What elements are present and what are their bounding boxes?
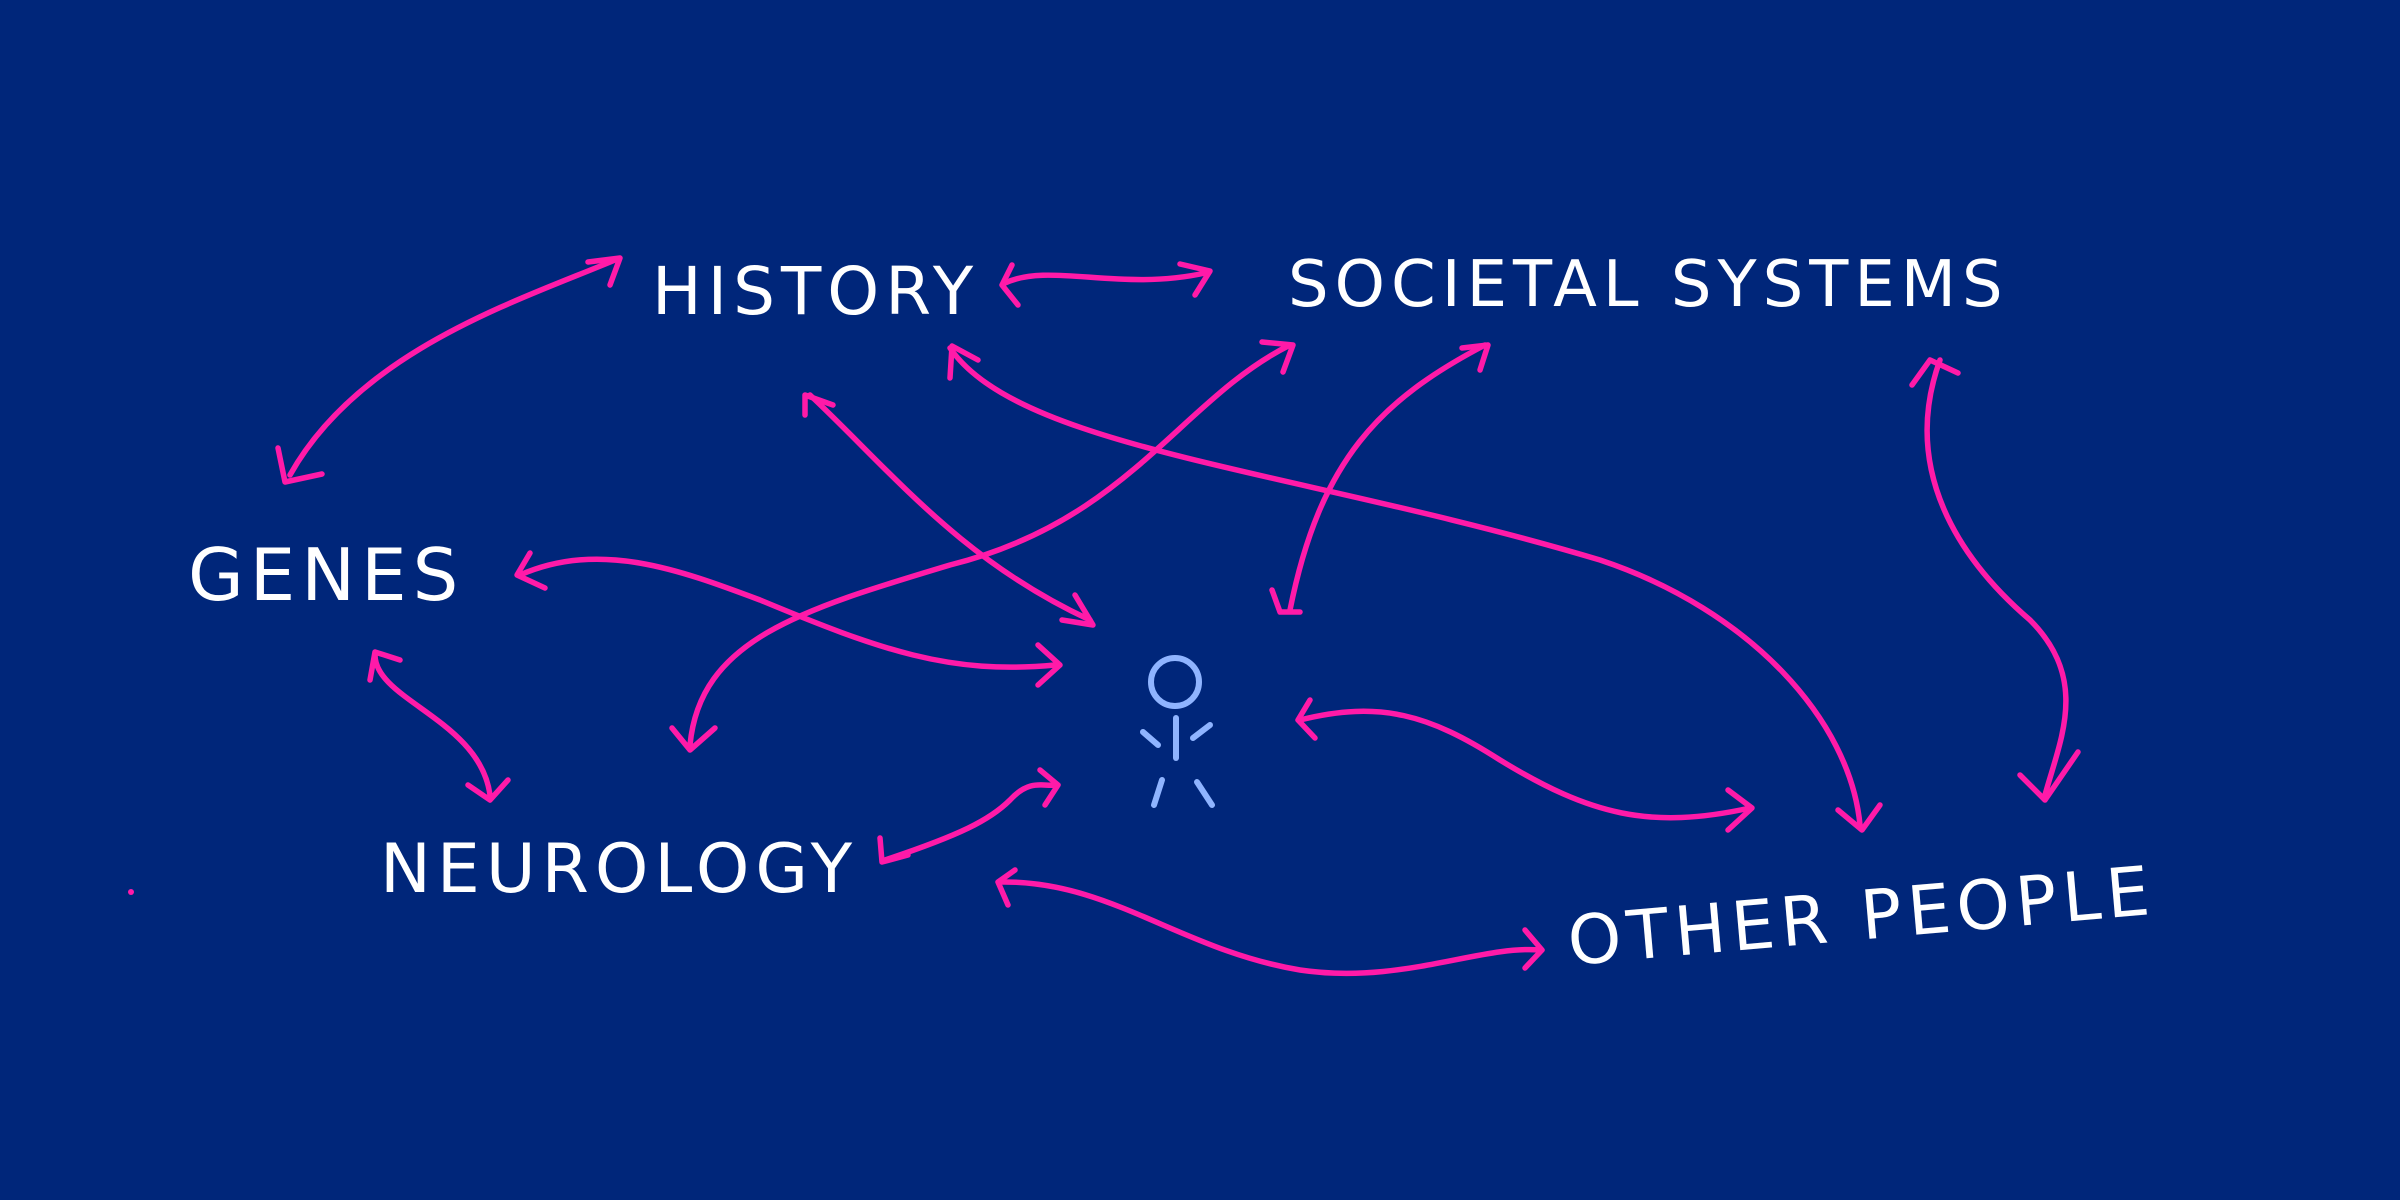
arrowhead-icon bbox=[877, 835, 911, 865]
arrow-history-genes bbox=[287, 257, 618, 478]
arrowhead-icon bbox=[1725, 787, 1755, 833]
arrowhead-icon bbox=[947, 343, 981, 381]
arrow-neurology-other-people bbox=[997, 879, 1543, 977]
arrow-genes-person bbox=[517, 556, 1058, 670]
arrowhead-icon bbox=[802, 392, 836, 418]
node-neurology-label: NEUROLOGY bbox=[380, 830, 858, 909]
arrowhead-icon bbox=[1522, 927, 1545, 971]
arrow-neurology-person bbox=[882, 782, 1058, 863]
arrowhead-icon bbox=[1295, 697, 1318, 741]
arrow-societal-systems-other-people bbox=[1924, 357, 2069, 798]
arrowhead-icon bbox=[465, 777, 511, 803]
arrowhead-icon bbox=[1037, 767, 1061, 808]
arrow-genes-neurology bbox=[372, 652, 493, 798]
node-genes-label: GENES bbox=[188, 533, 464, 617]
arrowhead-icon bbox=[275, 445, 325, 485]
person-leg-right bbox=[1194, 779, 1215, 808]
arrowhead-icon bbox=[1459, 342, 1491, 373]
arrowhead-icon bbox=[514, 550, 548, 591]
person-leg-left bbox=[1151, 777, 1165, 808]
node-history-label: HISTORY bbox=[652, 253, 979, 330]
stray-dot bbox=[128, 889, 134, 895]
arrow-societal-systems-neurology bbox=[687, 342, 1293, 748]
person-head bbox=[1148, 655, 1202, 709]
arrowhead-icon bbox=[367, 649, 403, 683]
arrow-history-person bbox=[807, 392, 1093, 623]
arrowhead-icon bbox=[1059, 592, 1096, 628]
arrow-history-societal-systems bbox=[1002, 270, 1208, 286]
arrow-person-other-people bbox=[1297, 708, 1753, 821]
arrowhead-icon bbox=[1909, 357, 1961, 388]
connection-arrows bbox=[287, 257, 2069, 977]
arrow-societal-systems-person bbox=[1287, 342, 1488, 613]
arrowhead-icon bbox=[1177, 261, 1213, 298]
person-arm-left bbox=[1140, 729, 1161, 748]
person-arm-right bbox=[1190, 722, 1213, 741]
arrowhead-icon bbox=[1269, 587, 1303, 615]
stick-figure-person-icon bbox=[1140, 655, 1215, 808]
arrowheads bbox=[275, 255, 2081, 971]
arrowhead-icon bbox=[999, 262, 1021, 308]
arrowhead-icon bbox=[995, 867, 1018, 908]
arrowhead-icon bbox=[669, 725, 718, 753]
arrow-history-other-people bbox=[947, 345, 1863, 828]
arrowhead-icon bbox=[2017, 749, 2081, 803]
arrowhead-icon bbox=[1259, 339, 1296, 375]
node-societal-systems-label: SOCIETAL SYSTEMS bbox=[1288, 248, 2009, 322]
arrowhead-icon bbox=[585, 255, 623, 288]
arrowhead-icon bbox=[1035, 642, 1063, 688]
arrowhead-icon bbox=[1835, 802, 1883, 833]
